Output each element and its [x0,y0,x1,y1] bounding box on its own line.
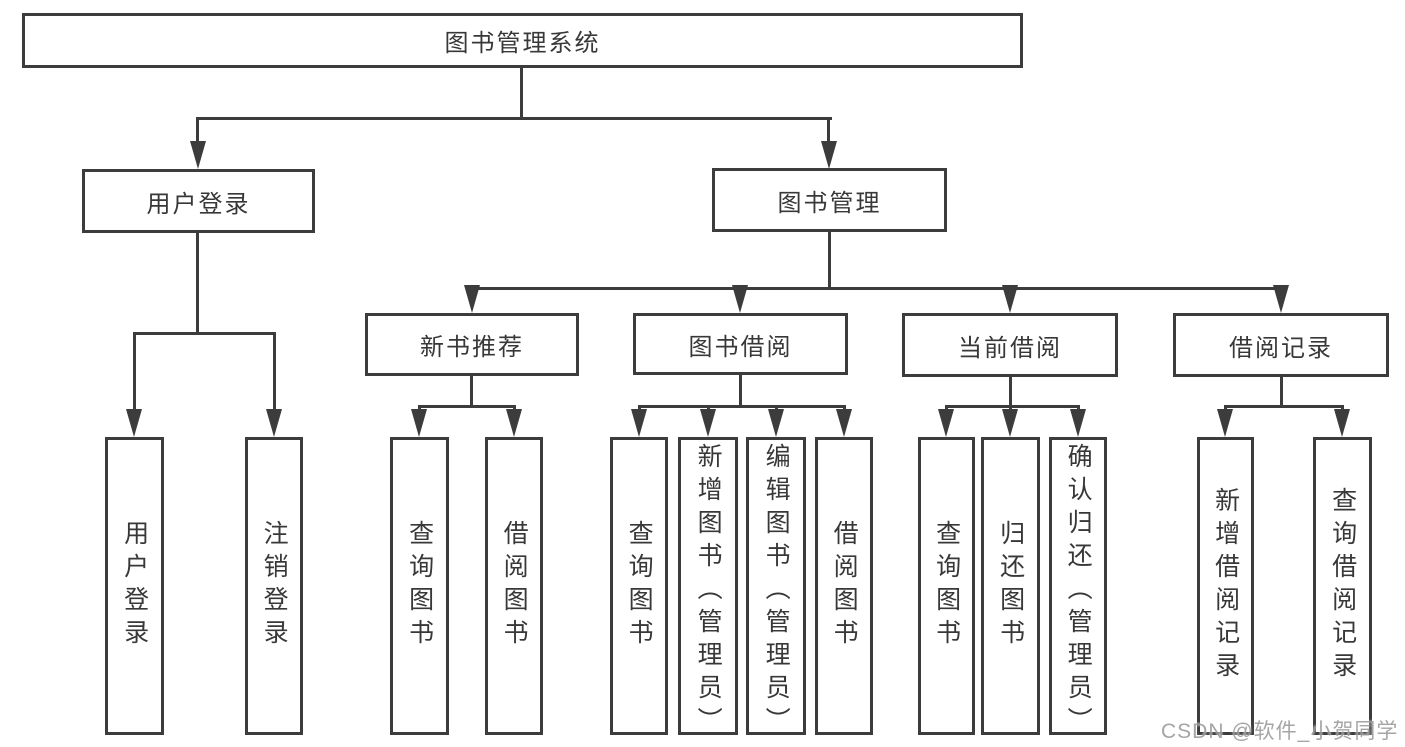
node-label: 当前借阅 [958,334,1062,362]
arrowhead-to-leaf-return-book [1002,409,1018,437]
leaf-label: 新增借阅记录 [1211,487,1240,685]
leaf-label: 借阅图书 [500,520,529,652]
arrowhead-to-leaf-user-login [126,409,142,437]
connector-user-login-stem [196,231,199,335]
connector-root-stem [520,66,523,119]
csdn-watermark: CSDN @软件_小贺同学 [1161,720,1399,743]
node-new-book-recommend: 新书推荐 [365,313,579,376]
leaf-borrow-borrow-book: 借阅图书 [815,437,873,735]
arrowhead-to-leaf-edit-book [768,409,784,437]
connector-recommend-stem [470,374,473,408]
arrowhead-to-leaf-query-book [938,409,954,437]
leaf-logout: 注销登录 [245,437,303,735]
leaf-label: 查询借阅记录 [1328,487,1357,685]
arrowhead-to-leaf-query-record [1334,409,1350,437]
arrowhead-to-user-login [190,141,206,169]
leaf-label: 注销登录 [260,520,289,652]
connector-book-management-stem [828,230,831,290]
arrowhead-to-leaf-query-book [631,409,647,437]
connector-recommend-crossbar [418,405,516,408]
arrowhead-to-leaf-add-record [1217,409,1233,437]
connector-root-crossbar [196,117,832,120]
connector-record-crossbar [1224,405,1344,408]
arrowhead-to-leaf-borrow-book [506,409,522,437]
leaf-borrow-edit-book-admin: 编辑图书（管理员） [746,437,806,740]
connector-user-login-crossbar [133,332,276,335]
leaf-label: 查询图书 [625,520,654,652]
leaf-label: 编辑图书（管理员） [762,443,791,740]
leaf-current-confirm-return-admin: 确认归还（管理员） [1049,437,1107,740]
connector-current-stem [1009,375,1012,408]
leaf-recommend-query-book: 查询图书 [390,437,449,735]
node-current-borrow: 当前借阅 [902,313,1118,377]
leaf-label: 查询图书 [932,520,961,652]
node-book-borrow: 图书借阅 [633,313,848,375]
leaf-borrow-add-book-admin: 新增图书（管理员） [678,437,738,740]
arrowhead-to-new-book-recommend [464,285,480,313]
leaf-label: 用户登录 [120,520,149,652]
leaf-current-return-book: 归还图书 [981,437,1040,735]
arrowhead-to-current-borrow [1002,285,1018,313]
arrowhead-to-leaf-query-book [411,409,427,437]
connector-root-drop-right [827,117,830,147]
node-borrow-record: 借阅记录 [1173,313,1389,377]
connector-record-stem [1280,375,1283,408]
leaf-current-query-book: 查询图书 [918,437,975,735]
node-label: 图书借阅 [688,333,793,361]
arrowhead-to-book-management [821,141,837,169]
arrowhead-to-leaf-borrow-book [836,409,852,437]
arrowhead-to-leaf-add-book [700,409,716,437]
leaf-user-login: 用户登录 [105,437,164,735]
node-label: 新书推荐 [420,334,524,361]
node-label: 图书管理 [777,189,882,217]
leaf-record-add-record: 新增借阅记录 [1197,437,1254,735]
connector-current-crossbar [945,405,1080,408]
node-label: 图书管理系统 [444,30,601,57]
arrowhead-to-borrow-record [1273,285,1289,313]
leaf-borrow-query-book: 查询图书 [610,437,668,735]
leaf-label: 查询图书 [405,520,434,652]
arrowhead-to-leaf-confirm-return [1070,409,1086,437]
arrowhead-to-book-borrow [732,285,748,313]
connector-book-management-crossbar [470,287,1283,290]
node-library-management-system: 图书管理系统 [22,13,1023,68]
node-label: 用户登录 [146,190,251,218]
arrowhead-to-leaf-logout [266,409,282,437]
leaf-recommend-borrow-book: 借阅图书 [485,437,543,735]
connector-borrow-crossbar [638,405,846,408]
connector-borrow-stem [739,373,742,408]
connector-drop-login-leaf [133,332,136,412]
node-user-login: 用户登录 [82,169,315,233]
leaf-label: 借阅图书 [830,520,859,652]
leaf-label: 归还图书 [996,520,1025,652]
connector-drop-logout-leaf [273,332,276,412]
node-book-management: 图书管理 [712,168,947,232]
leaf-record-query-record: 查询借阅记录 [1313,437,1372,735]
connector-root-drop-left [196,117,199,147]
leaf-label: 新增图书（管理员） [694,443,723,740]
node-label: 借阅记录 [1229,334,1333,362]
leaf-label: 确认归还（管理员） [1064,443,1093,740]
